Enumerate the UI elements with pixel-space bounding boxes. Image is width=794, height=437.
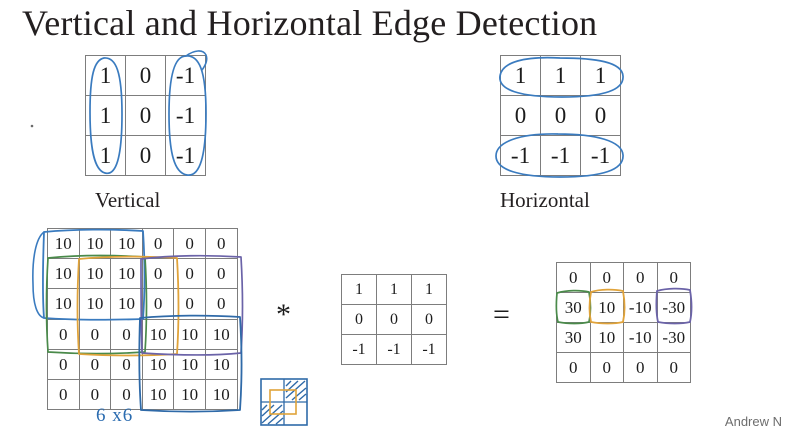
output-cell: 0 bbox=[657, 263, 691, 293]
horizontal-filter-cell: 0 bbox=[581, 96, 621, 136]
output-cell: 0 bbox=[657, 353, 691, 383]
output-cell: 30 bbox=[557, 323, 591, 353]
page-title: Vertical and Horizontal Edge Detection bbox=[22, 3, 598, 43]
input-cell: 10 bbox=[111, 259, 143, 290]
output-cell: 0 bbox=[590, 263, 624, 293]
equals-operator: = bbox=[493, 298, 510, 331]
vertical-filter-cell: -1 bbox=[166, 136, 206, 176]
input-cell: 0 bbox=[174, 289, 206, 320]
horizontal-filter-matrix: 1 1 1 0 0 0 -1 -1 -1 bbox=[500, 55, 621, 176]
output-cell: 0 bbox=[557, 263, 591, 293]
input-cell: 10 bbox=[142, 319, 175, 350]
input-cell: 10 bbox=[111, 229, 143, 260]
vertical-filter-caption: Vertical bbox=[95, 188, 161, 212]
vertical-filter-cell: 0 bbox=[126, 96, 166, 136]
output-cell: 0 bbox=[557, 353, 591, 383]
input-cell: 10 bbox=[48, 229, 80, 260]
input-cell: 0 bbox=[79, 349, 112, 380]
input-image-matrix: 10 10 10 0 0 0 10 10 10 0 0 0 10 10 10 0… bbox=[47, 228, 238, 411]
output-cell: 0 bbox=[624, 353, 658, 383]
input-cell: 10 bbox=[142, 349, 175, 380]
output-cell: 0 bbox=[590, 353, 624, 383]
input-cell: 0 bbox=[142, 259, 175, 290]
vertical-filter-cell: 1 bbox=[86, 56, 126, 96]
vertical-filter-cell: 0 bbox=[126, 56, 166, 96]
input-window-blue-hook-ink bbox=[32, 231, 45, 319]
kernel-cell: 1 bbox=[412, 275, 447, 305]
input-cell: 0 bbox=[174, 229, 206, 260]
kernel-cell: 1 bbox=[342, 275, 377, 305]
input-cell: 0 bbox=[79, 319, 112, 350]
input-cell: 10 bbox=[174, 349, 206, 380]
input-cell: 10 bbox=[48, 259, 80, 290]
horizontal-filter-cell: 1 bbox=[501, 56, 541, 96]
kernel-cell: -1 bbox=[342, 335, 377, 365]
hatched-thumbnail-sketch-ink bbox=[260, 378, 308, 426]
input-cell: 10 bbox=[111, 289, 143, 320]
output-cell: -10 bbox=[624, 293, 658, 323]
input-cell: 10 bbox=[79, 229, 112, 260]
input-cell: 10 bbox=[205, 349, 238, 380]
horizontal-filter-caption: Horizontal bbox=[500, 188, 590, 212]
output-feature-map-matrix: 0 0 0 0 30 10 -10 -30 30 10 -10 -30 0 0 … bbox=[556, 262, 691, 383]
output-cell: 10 bbox=[590, 323, 624, 353]
input-cell: 10 bbox=[79, 289, 112, 320]
kernel-cell: 1 bbox=[377, 275, 412, 305]
input-cell: 0 bbox=[174, 259, 206, 290]
input-cell: 10 bbox=[174, 379, 206, 411]
output-cell: -30 bbox=[657, 323, 691, 353]
input-cell: 10 bbox=[48, 289, 80, 320]
input-cell: 0 bbox=[79, 379, 112, 411]
vertical-filter-cell: 1 bbox=[86, 136, 126, 176]
output-cell: 0 bbox=[624, 263, 658, 293]
input-cell: 10 bbox=[205, 319, 238, 350]
input-cell: 0 bbox=[48, 379, 80, 411]
horizontal-filter-cell: 0 bbox=[541, 96, 581, 136]
vertical-filter-cell: 0 bbox=[126, 136, 166, 176]
stray-dot-ink bbox=[30, 124, 34, 128]
input-cell: 0 bbox=[48, 349, 80, 380]
kernel-cell: 0 bbox=[412, 305, 447, 335]
kernel-matrix: 1 1 1 0 0 0 -1 -1 -1 bbox=[341, 274, 447, 365]
input-cell: 10 bbox=[79, 259, 112, 290]
input-cell: 0 bbox=[205, 289, 238, 320]
input-cell: 0 bbox=[48, 319, 80, 350]
convolution-operator: * bbox=[276, 298, 291, 331]
input-cell: 0 bbox=[142, 229, 175, 260]
horizontal-filter-cell: 1 bbox=[541, 56, 581, 96]
input-cell: 0 bbox=[205, 259, 238, 290]
vertical-filter-matrix: 1 0 -1 1 0 -1 1 0 -1 bbox=[85, 55, 206, 176]
input-cell: 10 bbox=[205, 379, 238, 411]
horizontal-filter-cell: -1 bbox=[501, 136, 541, 176]
output-cell: -10 bbox=[624, 323, 658, 353]
input-cell: 10 bbox=[142, 379, 175, 411]
kernel-cell: -1 bbox=[377, 335, 412, 365]
vertical-filter-cell: -1 bbox=[166, 56, 206, 96]
input-cell: 0 bbox=[111, 349, 143, 380]
vertical-filter-cell: 1 bbox=[86, 96, 126, 136]
input-cell: 10 bbox=[174, 319, 206, 350]
output-cell: 30 bbox=[557, 293, 591, 323]
input-cell: 0 bbox=[205, 229, 238, 260]
input-cell: 0 bbox=[111, 319, 143, 350]
horizontal-filter-cell: 1 bbox=[581, 56, 621, 96]
kernel-cell: 0 bbox=[377, 305, 412, 335]
output-cell: -30 bbox=[657, 293, 691, 323]
output-cell: 10 bbox=[590, 293, 624, 323]
input-cell: 0 bbox=[142, 289, 175, 320]
horizontal-filter-cell: 0 bbox=[501, 96, 541, 136]
author-credit: Andrew N bbox=[724, 414, 782, 429]
horizontal-filter-cell: -1 bbox=[541, 136, 581, 176]
kernel-cell: 0 bbox=[342, 305, 377, 335]
horizontal-filter-cell: -1 bbox=[581, 136, 621, 176]
input-size-annotation: 6 x6 bbox=[96, 405, 134, 426]
vertical-filter-cell: -1 bbox=[166, 96, 206, 136]
kernel-cell: -1 bbox=[412, 335, 447, 365]
